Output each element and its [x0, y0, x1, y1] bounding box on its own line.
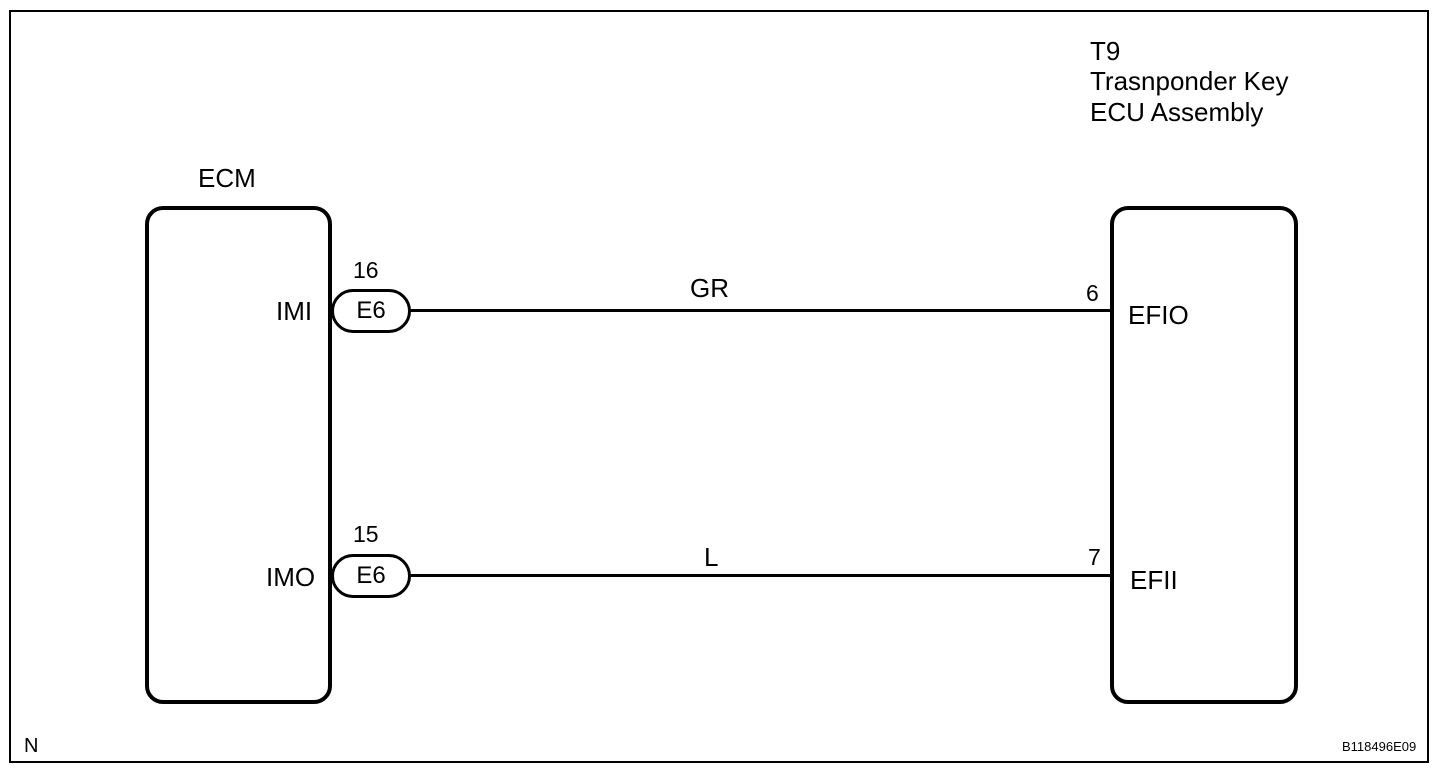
connector-e6-bottom: E6 — [331, 554, 411, 598]
wire-color-gr: GR — [690, 273, 729, 303]
connector-code: E6 — [356, 297, 386, 324]
left-ecu-name: ECM — [198, 163, 256, 193]
right-pin-6: 6 — [1086, 280, 1099, 306]
right-terminal-efii: EFII — [1130, 565, 1178, 595]
right-ecu-code: T9 — [1090, 36, 1121, 66]
right-terminal-efio: EFIO — [1128, 300, 1189, 330]
diagram-frame — [9, 10, 1429, 763]
connector-pin-15: 15 — [353, 521, 379, 547]
right-pin-7: 7 — [1088, 544, 1101, 570]
right-ecu-name-line1: Trasnponder Key — [1090, 66, 1289, 96]
connector-e6-top: E6 — [331, 289, 411, 333]
left-terminal-imi: IMI — [276, 296, 313, 326]
transponder-ecu-box — [1110, 206, 1298, 704]
connector-code: E6 — [356, 562, 386, 589]
right-ecu-name-line2: ECU Assembly — [1090, 97, 1264, 127]
wire-color-l: L — [704, 542, 719, 572]
wire-gr — [410, 309, 1112, 312]
connector-pin-16: 16 — [353, 257, 379, 283]
ecm-box — [145, 206, 332, 704]
left-terminal-imo: IMO — [266, 562, 316, 592]
corner-mark: N — [24, 735, 39, 757]
figure-code: B118496E09 — [1342, 739, 1417, 754]
wire-l — [410, 574, 1112, 577]
